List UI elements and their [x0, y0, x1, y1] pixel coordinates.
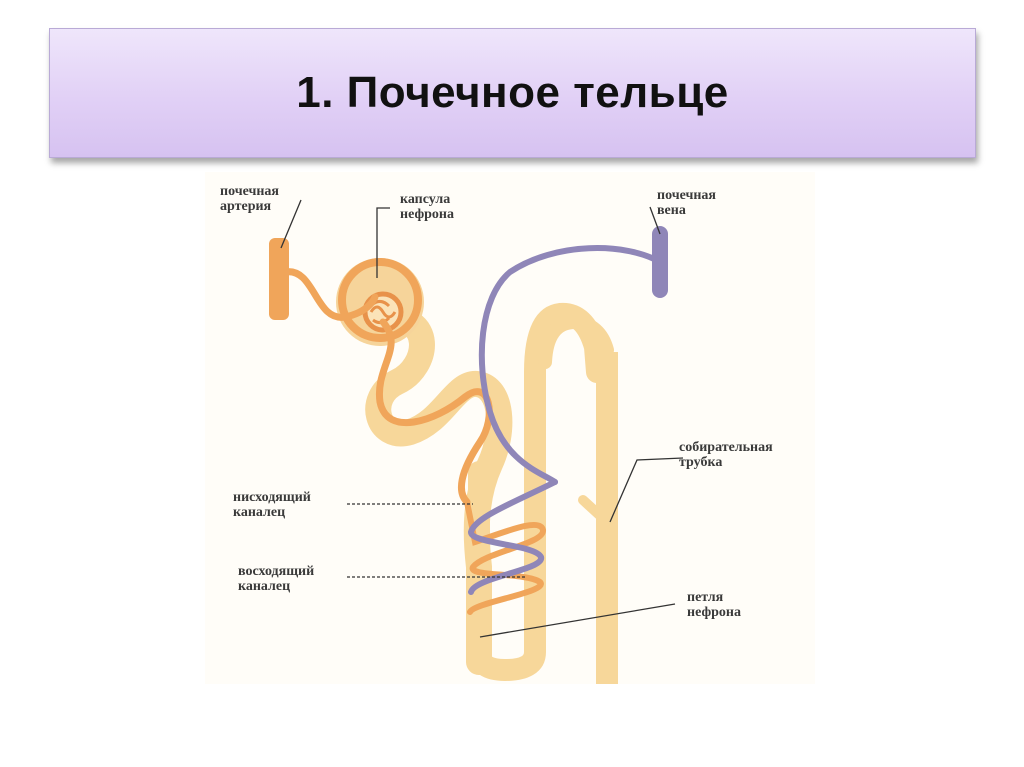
label-renal-artery-line2: артерия [220, 199, 272, 214]
afferent-arteriole [281, 268, 379, 321]
label-capsule: капсула нефрона [400, 192, 454, 222]
label-collecting-duct-line1: собирательная [679, 440, 773, 455]
label-renal-vein: почечная вена [657, 188, 716, 218]
leader-renal-artery [280, 199, 302, 249]
label-capsule-line1: капсула [400, 192, 451, 207]
label-collecting-duct: собирательная трубка [679, 440, 773, 470]
label-renal-vein-line1: почечная [657, 188, 717, 203]
label-renal-vein-line2: вена [657, 203, 686, 218]
label-loop: петля нефрона [687, 590, 741, 620]
capsule-ring [338, 258, 422, 342]
label-ascending-line2: каналец [238, 579, 291, 594]
nephron-diagram: почечная артерия капсула нефрона почечна… [205, 172, 815, 684]
distal-tubule [538, 314, 614, 369]
capillary-spiral [464, 499, 546, 615]
nephron-drawing [205, 172, 815, 684]
label-loop-line1: петля [687, 590, 724, 605]
renal-artery-vessel [269, 238, 289, 320]
leader-collecting-duct [609, 457, 684, 523]
leader-capsule [376, 207, 390, 278]
label-renal-artery: почечная артерия [220, 184, 279, 214]
collecting-duct-branch [578, 495, 612, 527]
efferent-arteriole [375, 318, 493, 506]
slide-title-bar: 1. Почечное тельце [49, 28, 976, 158]
label-capsule-line2: нефрона [400, 207, 454, 222]
label-descending: нисходящий каналец [233, 490, 311, 520]
leader-loop [479, 603, 676, 638]
label-loop-line2: нефрона [687, 605, 741, 620]
leader-renal-vein [649, 206, 661, 235]
slide-title: 1. Почечное тельце [296, 68, 729, 117]
label-descending-line2: каналец [233, 505, 286, 520]
vein-branch [478, 245, 663, 485]
label-descending-line1: нисходящий [233, 490, 311, 505]
label-ascending-line1: восходящий [238, 564, 315, 579]
vein-spiral [468, 479, 558, 595]
label-collecting-duct-line2: трубка [679, 455, 723, 470]
label-ascending: восходящий каналец [238, 564, 314, 594]
label-renal-artery-line1: почечная [220, 184, 280, 199]
